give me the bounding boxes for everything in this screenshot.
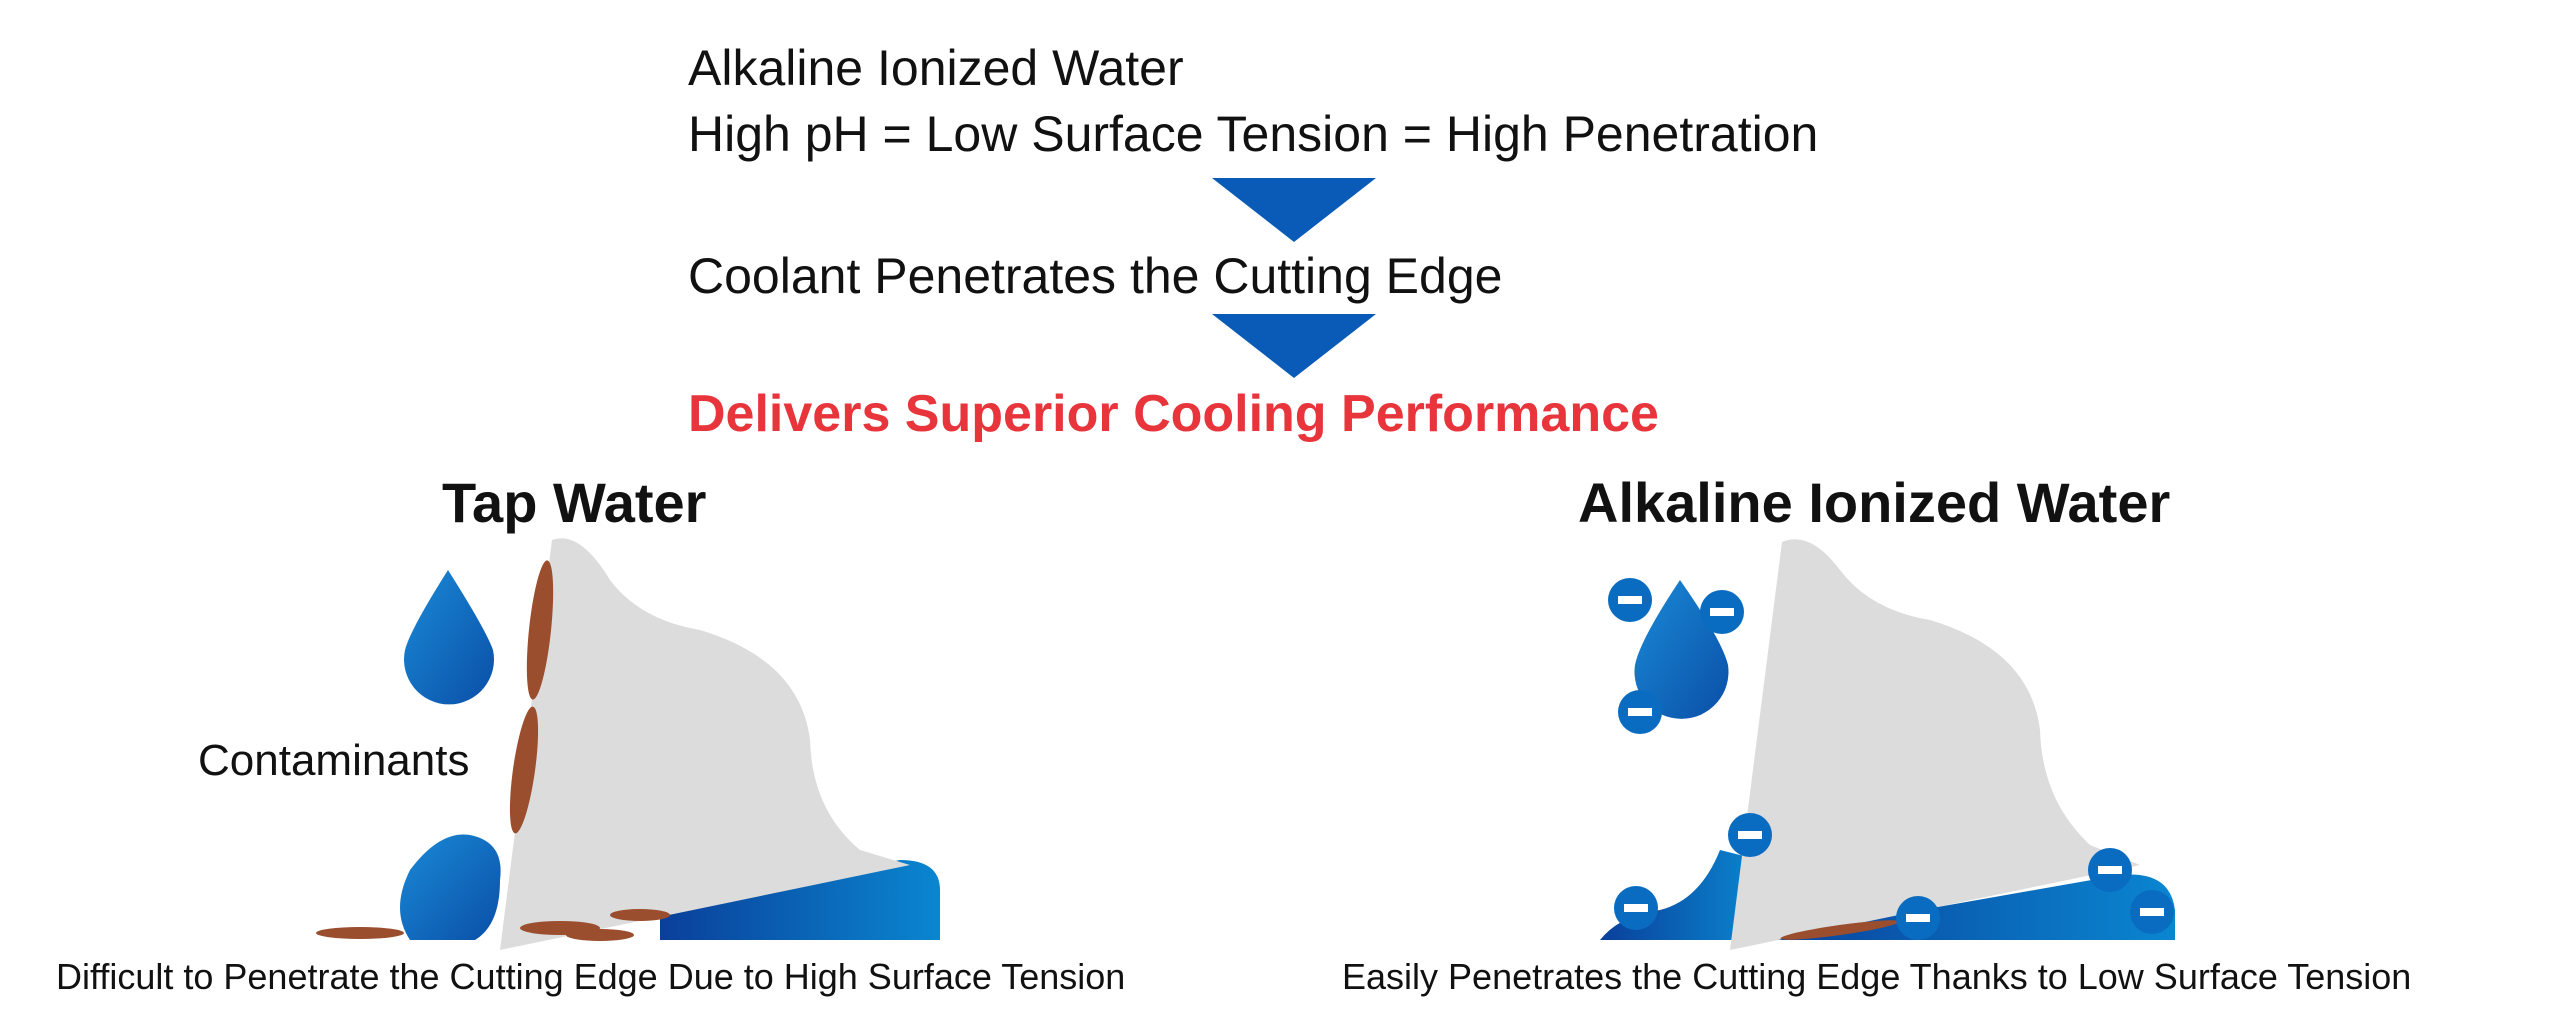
down-triangle-icon: [1212, 178, 1376, 242]
minus-ion-icon: [1608, 578, 1652, 622]
contaminant-blob-icon: [316, 927, 404, 939]
tap-water-caption: Difficult to Penetrate the Cutting Edge …: [56, 956, 1126, 997]
cutting-tool-icon: [500, 538, 910, 950]
minus-ion-icon: [2130, 890, 2174, 934]
minus-ion-icon: [1618, 690, 1662, 734]
contaminant-blob-icon: [526, 560, 554, 700]
minus-ion-icon: [2088, 848, 2132, 892]
flow-result: Delivers Superior Cooling Performance: [688, 385, 1659, 443]
alkaline-water-title: Alkaline Ionized Water: [1578, 471, 2171, 534]
minus-ion-icon: [1700, 590, 1744, 634]
contaminant-blob-icon: [509, 706, 539, 834]
contaminant-blob-icon: [1780, 920, 1900, 940]
water-drop-icon: [404, 570, 494, 705]
alkaline-water-caption: Easily Penetrates the Cutting Edge Thank…: [1342, 956, 2412, 997]
tap-water-illustration: [316, 538, 940, 950]
tap-water-title: Tap Water: [442, 471, 707, 534]
minus-ion-icon: [1728, 813, 1772, 857]
cutting-tool-icon: [1730, 539, 2140, 950]
minus-ion-icon: [1614, 886, 1658, 930]
alkaline-water-illustration: [1600, 539, 2175, 950]
flow-equation: High pH = Low Surface Tension = High Pen…: [688, 106, 1819, 162]
contaminant-blob-icon: [610, 909, 670, 921]
contaminants-label: Contaminants: [198, 736, 470, 785]
contaminant-blob-icon: [566, 929, 634, 941]
flow-title: Alkaline Ionized Water: [688, 40, 1184, 96]
minus-ion-icon: [1896, 896, 1940, 940]
water-drop-icon: [1634, 580, 1729, 719]
down-triangle-icon: [1212, 314, 1376, 378]
flow-step-penetrates: Coolant Penetrates the Cutting Edge: [688, 248, 1503, 304]
water-pool: [660, 860, 940, 940]
water-bead: [400, 834, 501, 940]
